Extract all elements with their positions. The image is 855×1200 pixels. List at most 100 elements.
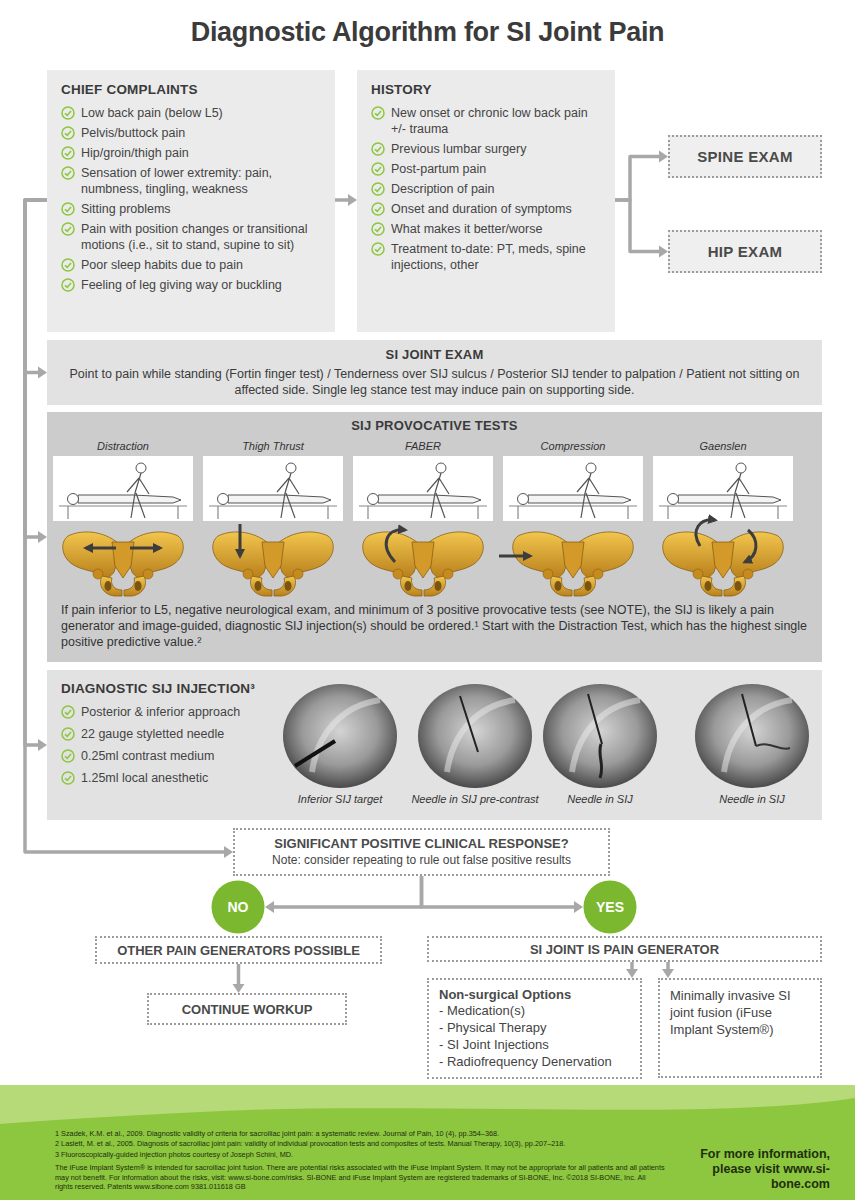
check-icon [61,258,75,272]
connector [615,151,668,201]
connector-line [272,876,422,907]
arrow-head [224,846,233,858]
check-ring [372,143,384,155]
circle-fill [584,881,637,934]
arrow-head [662,969,674,978]
arrow-head [265,901,274,913]
check-icon [371,162,385,176]
connector-line [335,198,350,202]
check-mark [375,111,381,115]
node-text: - Radiofrequency Denervation [439,1053,612,1070]
list-text: Pain with position changes or transition… [81,221,323,253]
contrast-trace [600,744,602,778]
connector [335,194,357,206]
node-text: - Medication(s) [439,1002,525,1019]
node-text: If pain inferior to L5, negative neurolo… [61,602,808,650]
list-item: Hip/groin/thigh pain [61,145,323,161]
list-item: Pelvis/buttock pain [61,125,323,141]
list-text: Previous lumbar surgery [391,141,526,157]
pelvis-models [63,532,783,596]
fluoroscopy-images [283,684,809,788]
check-mark [65,111,71,115]
test-drawing [53,456,193,521]
list-item: Sitting problems [61,201,323,217]
exam-box: HIP EXAM [668,230,822,273]
arrow-head [659,151,668,163]
check-mark [375,147,381,151]
check-icon [61,126,75,140]
caption-label: Distraction [53,440,193,453]
bone-edge [447,700,515,772]
list-text: 1.25ml local anesthetic [81,770,208,786]
check-ring [372,183,384,195]
pelvis-model [63,532,183,596]
force-arrow [386,530,405,562]
list-text: Sitting problems [81,201,171,217]
complaints-panel: CHIEF COMPLAINTSLow back pain (below L5)… [47,70,335,332]
force-arrow [696,520,715,546]
connector-line [25,200,47,373]
node-text: 1 Szadek, K.M. et al., 2009. Diagnostic … [55,1129,665,1138]
node-text: SIGNIFICANT POSITIVE CLINICAL RESPONSE? [274,836,568,851]
node-text: 2 Laslett, M. et al., 2005. Diagnosis of… [55,1139,665,1148]
check-icon [371,142,385,156]
caption-label: Needle in SIJ pre-contrast [400,793,550,806]
list-item: Post-partum pain [371,161,603,177]
answer-circle: NO [211,880,265,934]
node-text: CHIEF COMPLAINTS [61,81,323,98]
exam-box: SPINE EXAM [668,135,822,178]
list-item: Feeling of leg giving way or buckling [61,277,323,293]
node-text: The iFuse Implant System® is intended fo… [55,1163,665,1191]
caption-label: Gaenslen [653,440,793,453]
list-text: Sensation of lower extremity: pain, numb… [81,165,323,197]
connector-line [25,200,47,537]
connector-line [237,964,241,986]
exam-band: SI JOINT EXAMPoint to pain while standin… [47,340,822,405]
arrow-head [38,367,47,379]
node-text: CONTINUE WORKUP [182,1002,313,1017]
connector [626,962,638,978]
list-item: What makes it better/worse [371,221,603,237]
force-arrow [86,547,116,550]
arrow-head [574,901,583,913]
pelvis-model [513,532,633,596]
force-arrow [239,524,242,556]
check-icon [371,222,385,236]
connector-line [25,200,47,745]
list-text: Pelvis/buttock pain [81,125,185,141]
node-text: DIAGNOSTIC SIJ INJECTION³ [61,680,808,697]
check-mark [65,227,71,231]
fluoro-image [695,684,809,788]
node-text: SPINE EXAM [697,148,793,166]
pelvis-model [363,532,483,596]
check-ring [62,223,74,235]
list-text: Treatment to-date: PT, meds, spine injec… [391,241,603,273]
arrow-head [233,984,245,993]
check-icon [61,166,75,180]
test-drawings [53,456,793,521]
caption-label: FABER [353,440,493,453]
check-icon [61,222,75,236]
node-text: SI JOINT IS PAIN GENERATOR [530,942,719,957]
list-item: Posterior & inferior approach [61,704,276,720]
check-mark [375,167,381,171]
node-text: - SI Joint Injections [439,1036,549,1053]
arrow-head [38,531,47,543]
check-icon [61,202,75,216]
action-box: CONTINUE WORKUP [147,993,347,1025]
connector [25,200,47,379]
list-item: Treatment to-date: PT, meds, spine injec… [371,241,603,273]
check-mark [65,732,71,736]
check-mark [65,207,71,211]
arrow-head [659,246,668,258]
check-icon [371,182,385,196]
check-ring [62,728,74,740]
check-ring [62,279,74,291]
check-ring [62,127,74,139]
node-text: Minimally invasive SI joint fusion (iFus… [670,987,810,1038]
check-icon [371,242,385,256]
check-mark [375,247,381,251]
check-ring [62,107,74,119]
check-mark [375,207,381,211]
node-text: HIP EXAM [708,243,783,261]
